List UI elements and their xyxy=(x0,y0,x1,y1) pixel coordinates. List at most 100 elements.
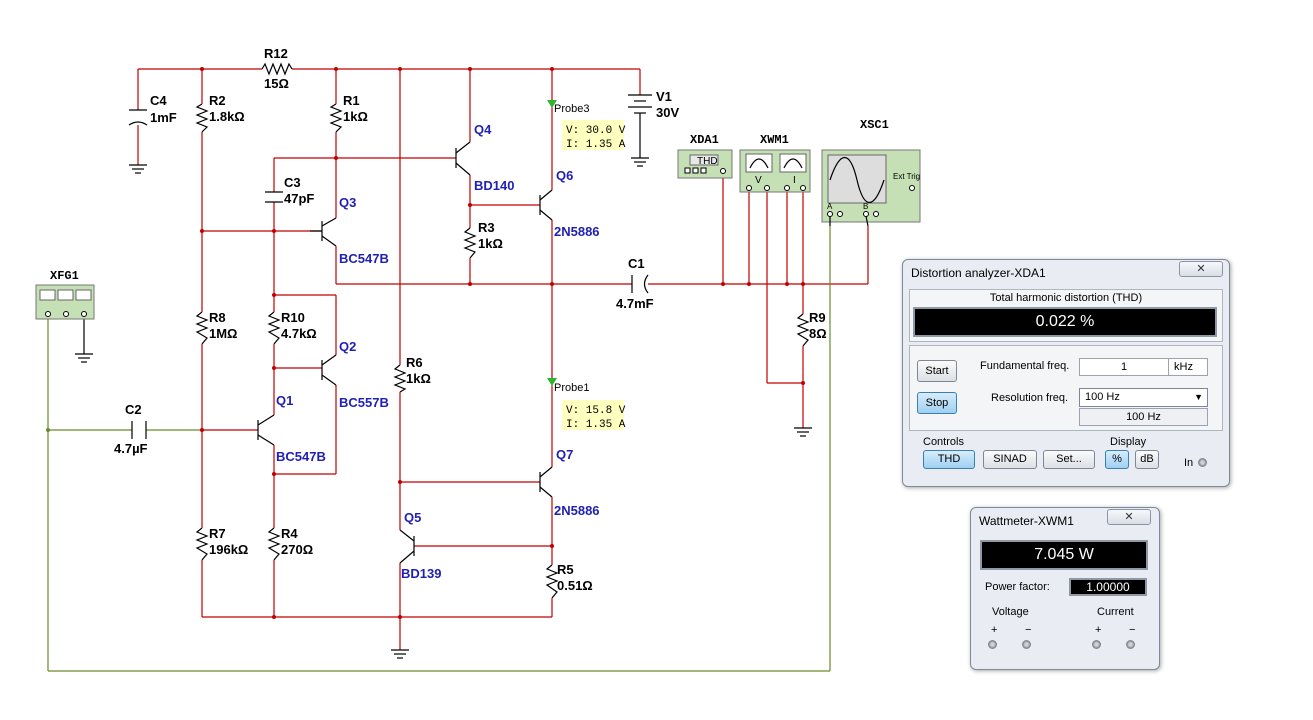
q5-model: BD139 xyxy=(401,566,441,581)
sinad-button[interactable]: SINAD xyxy=(983,450,1037,469)
chevron-down-icon: ▼ xyxy=(1194,392,1203,402)
r6-ref: R6 xyxy=(406,355,423,370)
thd-heading: Total harmonic distortion (THD) xyxy=(989,292,1143,304)
power-display: 7.045 W xyxy=(980,540,1148,570)
wattmeter-close-button[interactable]: ✕ xyxy=(1107,509,1151,525)
oscilloscope-xsc1-symbol[interactable] xyxy=(821,149,921,223)
function-generator-xfg1[interactable] xyxy=(35,284,95,320)
r9-ref: R9 xyxy=(809,310,826,325)
thd-display: 0.022 % xyxy=(913,307,1217,337)
q7-model: 2N5886 xyxy=(554,503,600,518)
voltage-label: Voltage xyxy=(992,606,1029,618)
xwm1-label: XWM1 xyxy=(760,133,789,147)
power-factor-display: 1.00000 xyxy=(1069,578,1147,596)
current-minus-label: − xyxy=(1129,624,1136,636)
transistor-symbols xyxy=(257,141,553,564)
c1-ref: C1 xyxy=(628,256,645,271)
probe1-current: I: 1.35 A xyxy=(566,419,626,431)
resistor-symbols xyxy=(195,62,810,599)
voltage-plus-label: + xyxy=(991,624,998,636)
probe3-readout-bg xyxy=(562,120,624,150)
capacitor-symbols xyxy=(128,109,649,439)
resolution-freq-readout: 100 Hz xyxy=(1079,408,1208,426)
thd-button[interactable]: THD xyxy=(923,450,975,469)
q2-model: BC557B xyxy=(339,395,389,410)
db-button[interactable]: dB xyxy=(1135,450,1159,469)
xda1-label: XDA1 xyxy=(690,133,719,147)
probe1-marker[interactable] xyxy=(547,378,557,386)
voltage-plus-terminal-icon[interactable] xyxy=(988,640,997,649)
r10-value: 4.7kΩ xyxy=(281,326,317,341)
resolution-freq-label: Resolution freq. xyxy=(991,392,1069,404)
q4-ref: Q4 xyxy=(474,122,492,137)
fundamental-freq-unit[interactable]: kHz xyxy=(1168,358,1208,376)
resolution-freq-select[interactable]: 100 Hz ▼ xyxy=(1079,388,1208,407)
display-label: Display xyxy=(1110,436,1147,448)
r2-ref: R2 xyxy=(209,93,226,108)
distortion-analyzer-close-button[interactable]: ✕ xyxy=(1179,261,1223,277)
q2-ref: Q2 xyxy=(339,339,356,354)
fundamental-freq-label: Fundamental freq. xyxy=(980,360,1070,372)
xsc1-ext-trig-label: Ext Trig xyxy=(893,172,920,181)
c2-value: 4.7µF xyxy=(114,441,148,456)
r3-value: 1kΩ xyxy=(478,236,503,251)
q4-model: BD140 xyxy=(474,178,514,193)
q5-ref: Q5 xyxy=(404,510,421,525)
settings-panel: Start Stop Fundamental freq. 1 kHz Resol… xyxy=(909,345,1223,431)
c1-value: 4.7mF xyxy=(616,296,654,311)
distortion-analyzer-xda1-symbol[interactable] xyxy=(677,149,733,179)
probe3-current: I: 1.35 A xyxy=(566,139,626,151)
r4-ref: R4 xyxy=(281,526,298,541)
start-button[interactable]: Start xyxy=(917,360,957,382)
set-button[interactable]: Set... xyxy=(1043,450,1095,469)
r7-ref: R7 xyxy=(209,526,226,541)
xsc1-channel-b-label: B xyxy=(863,202,868,211)
c4-value: 1mF xyxy=(150,110,177,125)
fundamental-freq-input[interactable]: 1 xyxy=(1079,358,1169,376)
v1-ref: V1 xyxy=(656,89,672,104)
current-minus-terminal-icon[interactable] xyxy=(1126,640,1135,649)
battery-symbol xyxy=(628,94,652,158)
current-label: Current xyxy=(1097,606,1134,618)
wattmeter-window[interactable]: Wattmeter-XWM1 ✕ 7.045 W Power factor: 1… xyxy=(970,507,1160,670)
r5-value: 0.51Ω xyxy=(557,578,593,593)
r12-value: 15Ω xyxy=(264,76,289,91)
r1-value: 1kΩ xyxy=(343,109,368,124)
q7-ref: Q7 xyxy=(556,447,573,462)
xsc1-lead-b xyxy=(865,215,869,227)
input-terminal-icon[interactable] xyxy=(1198,458,1207,467)
xwm1-v-label: V xyxy=(755,175,762,186)
wires xyxy=(137,68,869,650)
c3-ref: C3 xyxy=(284,175,301,190)
xda1-face-label: THD xyxy=(697,156,718,167)
r3-ref: R3 xyxy=(478,220,495,235)
r7-value: 196kΩ xyxy=(209,542,248,557)
r1-ref: R1 xyxy=(343,93,360,108)
voltage-minus-label: − xyxy=(1025,624,1032,636)
probe1-name: Probe1 xyxy=(554,382,589,394)
r6-value: 1kΩ xyxy=(406,371,431,386)
wattmeter-xwm1-symbol[interactable] xyxy=(739,149,811,193)
power-factor-label: Power factor: xyxy=(985,581,1050,593)
ground-symbols xyxy=(75,157,812,659)
voltage-minus-terminal-icon[interactable] xyxy=(1022,640,1031,649)
r10-ref: R10 xyxy=(281,310,305,325)
probe3-voltage: V: 30.0 V xyxy=(566,125,626,137)
stop-button[interactable]: Stop xyxy=(917,392,957,414)
q3-model: BC547B xyxy=(339,251,389,266)
junctions xyxy=(200,67,805,619)
distortion-analyzer-window[interactable]: Distortion analyzer-XDA1 ✕ Total harmoni… xyxy=(902,259,1230,487)
current-plus-label: + xyxy=(1095,624,1102,636)
r5-ref: R5 xyxy=(557,562,574,577)
r9-value: 8Ω xyxy=(809,326,827,341)
q6-ref: Q6 xyxy=(556,168,573,183)
c2-ref: C2 xyxy=(125,402,142,417)
r8-ref: R8 xyxy=(209,310,226,325)
percent-button[interactable]: % xyxy=(1105,450,1129,469)
probe3-marker[interactable] xyxy=(547,100,557,108)
xfg1-label: XFG1 xyxy=(50,269,79,283)
xsc1-channel-a-label: A xyxy=(827,202,833,211)
q1-model: BC547B xyxy=(276,449,326,464)
current-plus-terminal-icon[interactable] xyxy=(1092,640,1101,649)
